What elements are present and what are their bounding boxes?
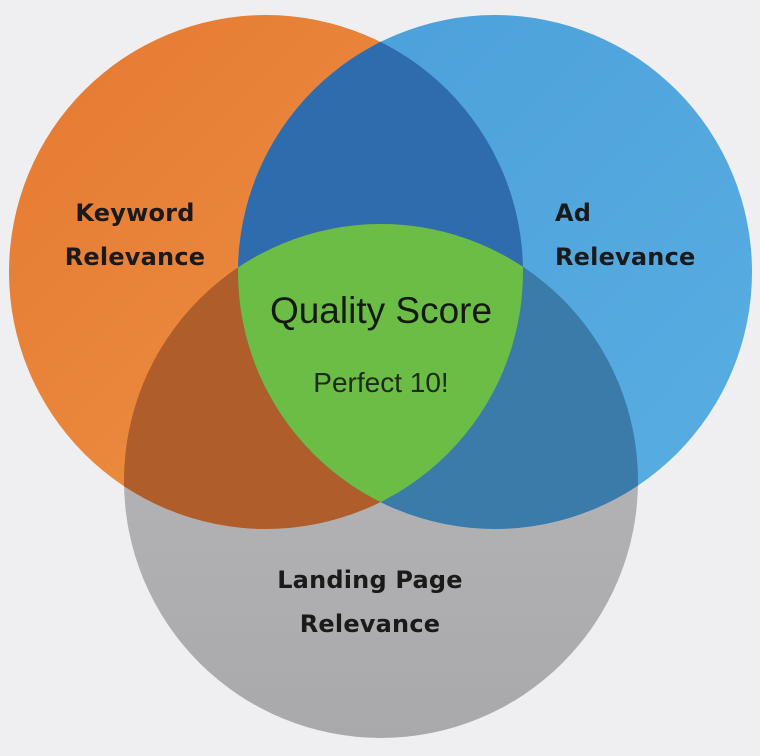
keyword-label-line-1: Keyword (75, 199, 195, 227)
keyword-label-line-2: Relevance (64, 243, 206, 271)
landing-label-line-2: Relevance (299, 610, 441, 638)
ad-label-line-1: Ad (555, 199, 592, 227)
quality-score-region (238, 224, 523, 529)
landing-page-relevance-label: Landing Page Relevance (250, 558, 490, 646)
ad-label-line-2: Relevance (555, 243, 696, 271)
quality-score-title: Quality Score (269, 290, 493, 331)
keyword-relevance-label: Keyword Relevance (40, 191, 230, 279)
landing-label-line-1: Landing Page (277, 566, 463, 594)
quality-score-subtitle: Perfect 10! (313, 367, 449, 398)
ad-relevance-label: Ad Relevance (555, 191, 705, 279)
